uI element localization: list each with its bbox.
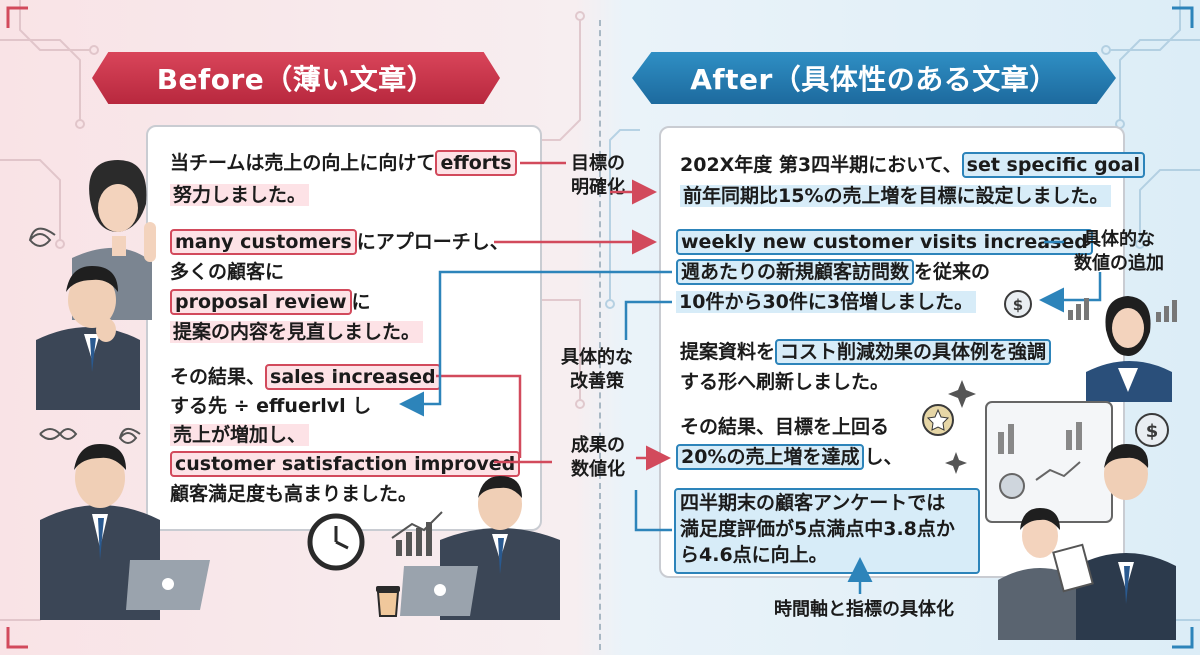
before-line-6-text: 提案の内容を見直しました。 xyxy=(170,321,424,343)
dollar-coin-icon-bottom: $ xyxy=(1135,413,1169,447)
scribble-icon xyxy=(28,227,141,444)
annotation-numbers-1: 具体的な xyxy=(1083,229,1155,250)
after-line-7: する形へ刷新しました。 xyxy=(680,371,890,393)
before-line-4: 多くの顧客に xyxy=(170,261,285,283)
before-line-9-text: 売上が増加し、 xyxy=(170,424,310,446)
after-banner: After（具体性のある文章） xyxy=(632,52,1116,104)
after-line-4: 週あたりの新規顧客訪問数を従来の xyxy=(676,259,990,285)
after-line-5: 10件から30件に3倍増しました。 xyxy=(676,289,977,315)
annotation-results-2: 数値化 xyxy=(571,459,625,480)
efforts-box: efforts xyxy=(435,150,517,176)
survey-box xyxy=(674,488,980,574)
dollar-coin-icon-top: $ xyxy=(1004,290,1032,318)
after-line-10: 四半期末の顧客アンケートでは xyxy=(680,492,946,514)
before-line-8: する先 ÷ effuerlvl し xyxy=(170,395,372,417)
thinking-man-icon xyxy=(36,266,140,410)
after-line-2-text: 前年同期比15%の売上増を目標に設定しました。 xyxy=(680,185,1112,207)
weekly-visits-jp-box: 週あたりの新規顧客訪問数 xyxy=(676,259,915,285)
annotation-numbers: 具体的な 数値の追加 xyxy=(1064,228,1174,276)
weekly-visits-box: weekly new customer visits increased xyxy=(676,229,1093,255)
after-line-9-text: し、 xyxy=(864,446,903,468)
annotation-results-1: 成果の xyxy=(571,435,625,456)
after-line-4-text: を従来の xyxy=(914,261,991,283)
after-line-8: その結果、目標を上回る xyxy=(680,416,890,438)
sales-20-box: 20%の売上増を達成 xyxy=(676,444,865,470)
two-colleagues-icon xyxy=(998,444,1176,640)
after-line-11: 満足度評価が5点満点中3.8点か xyxy=(680,518,955,540)
dollar-symbol-top: $ xyxy=(1013,296,1023,314)
before-line-3-text: にアプローチし、 xyxy=(356,231,509,253)
after-line-9: 20%の売上増を達成し、 xyxy=(676,444,903,470)
clock-icon xyxy=(307,513,365,571)
before-line-2: 努力しました。 xyxy=(170,182,310,208)
before-line-2-text: 努力しました。 xyxy=(170,184,310,206)
annotation-goal-1: 目標の xyxy=(571,153,625,174)
small-chart-icon-right xyxy=(1068,298,1177,322)
after-line-6-text: 提案資料を xyxy=(680,341,776,363)
after-line-3: weekly new customer visits increased xyxy=(676,229,1093,255)
after-line-1-text: 202X年度 第3四半期において、 xyxy=(680,154,962,176)
cost-reduction-box: コスト削減効果の具体例を強調 xyxy=(775,339,1052,365)
man-laptop-icon xyxy=(40,444,210,620)
before-line-11: 顧客満足度も高まりました。 xyxy=(170,483,418,505)
after-line-6: 提案資料をコスト削減効果の具体例を強調 xyxy=(680,339,1052,365)
before-banner: Before（薄い文章） xyxy=(92,52,500,104)
annotation-numbers-2: 数値の追加 xyxy=(1074,253,1164,274)
annotation-results: 成果の 数値化 xyxy=(558,434,638,482)
before-line-9: 売上が増加し、 xyxy=(170,422,310,448)
before-line-1-text: 当チームは売上の向上に向けて xyxy=(170,152,436,174)
coffee-cup-icon xyxy=(376,586,400,617)
dashboard-board-icon xyxy=(985,401,1113,523)
after-line-2: 前年同期比15%の売上増を目標に設定しました。 xyxy=(680,183,1112,209)
set-specific-goal-box: set specific goal xyxy=(961,152,1146,178)
annotation-timeaxis: 時間軸と指標の具体化 xyxy=(774,599,954,620)
before-line-5-text: に xyxy=(351,291,371,313)
after-line-5-text: 10件から30件に3倍増しました。 xyxy=(676,291,977,313)
star-coin-icon xyxy=(922,404,954,436)
businesswoman-icon xyxy=(1086,296,1172,402)
before-line-7-text: その結果、 xyxy=(170,366,266,388)
man-desk-icon xyxy=(400,476,560,620)
sparkle-icon xyxy=(945,380,976,474)
bar-chart-icon xyxy=(391,511,443,556)
after-line-1: 202X年度 第3四半期において、set specific goal xyxy=(680,152,1146,178)
before-line-6: 提案の内容を見直しました。 xyxy=(170,319,424,345)
dollar-symbol-bottom: $ xyxy=(1146,421,1159,442)
many-customers-box: many customers xyxy=(170,229,357,255)
proposal-review-box: proposal review xyxy=(170,289,352,315)
after-line-12: ら4.6点に向上。 xyxy=(680,544,828,566)
